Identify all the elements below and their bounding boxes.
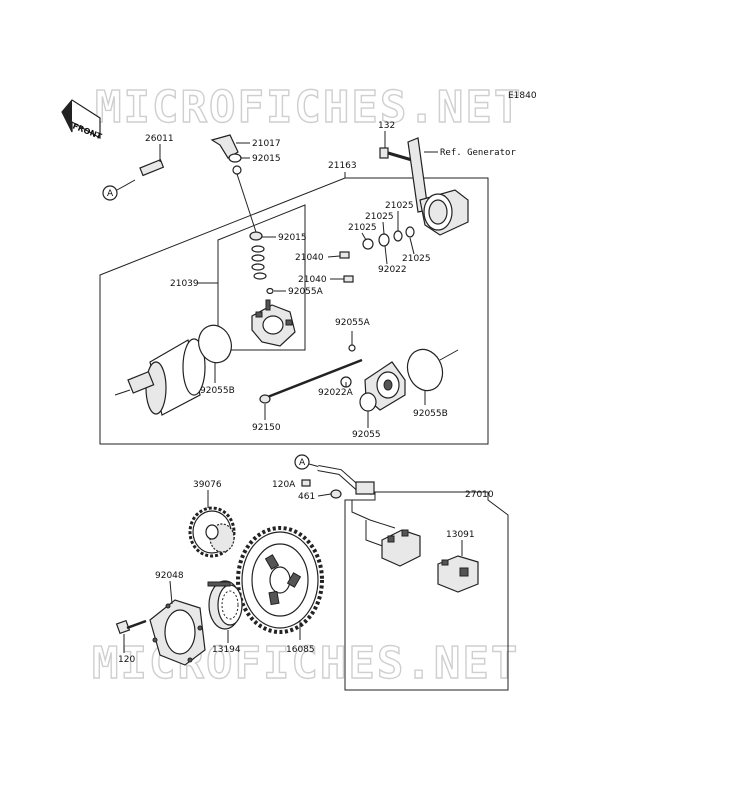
terminal-stack bbox=[249, 231, 267, 280]
callout-a-top bbox=[102, 185, 118, 201]
clutch-gear bbox=[236, 526, 324, 634]
front-arrow-icon: FRONT bbox=[61, 99, 103, 142]
part-21025-b: 21025 bbox=[365, 212, 394, 222]
starter-motor bbox=[114, 338, 206, 416]
part-21163: 21163 bbox=[328, 161, 357, 171]
idle-gear bbox=[188, 506, 236, 558]
part-21040-a: 21040 bbox=[295, 253, 324, 263]
starter-relay bbox=[381, 529, 421, 567]
part-27010: 27010 bbox=[465, 490, 494, 500]
part-120A: 120A bbox=[272, 480, 296, 490]
starter-cable bbox=[127, 150, 242, 181]
oring-92055A-small bbox=[266, 287, 274, 295]
part-39076: 39076 bbox=[193, 480, 222, 490]
part-92055: 92055 bbox=[352, 430, 381, 440]
part-92022A: 92022A bbox=[318, 388, 354, 398]
watermark-top: MICROFICHES.NET bbox=[95, 82, 522, 133]
assembly-box-27010 bbox=[344, 491, 509, 691]
part-13194: 13194 bbox=[212, 645, 241, 655]
through-bolt bbox=[264, 358, 363, 400]
part-92150: 92150 bbox=[252, 423, 281, 433]
nut-92015-top bbox=[228, 153, 242, 163]
flange-92048 bbox=[149, 599, 206, 666]
part-21025-c: 21025 bbox=[385, 201, 414, 211]
part-92055A-a: 92055A bbox=[288, 287, 324, 297]
bolt-head-92150 bbox=[259, 394, 271, 404]
part-92055A-b: 92055A bbox=[335, 318, 371, 328]
part-92015-top: 92015 bbox=[252, 154, 281, 164]
washer-21025-c bbox=[405, 226, 415, 238]
oring-92055 bbox=[359, 392, 377, 412]
starter-relay-13091 bbox=[437, 555, 479, 593]
starter-clutch bbox=[207, 580, 243, 630]
part-21040-b: 21040 bbox=[298, 275, 327, 285]
part-120: 120 bbox=[118, 655, 135, 665]
ref-generator-label: Ref. Generator bbox=[440, 148, 516, 158]
part-26011: 26011 bbox=[145, 134, 174, 144]
part-16085: 16085 bbox=[286, 645, 315, 655]
oring-92055B-right bbox=[406, 348, 444, 392]
bolt-120A bbox=[301, 479, 311, 487]
callout-a-bottom bbox=[294, 454, 310, 470]
part-92015-mid: 92015 bbox=[278, 233, 307, 243]
assembly-box-21039 bbox=[217, 204, 306, 351]
washer-21025-a bbox=[362, 238, 374, 250]
part-21025-d: 21025 bbox=[402, 254, 431, 264]
callout-a-bottom-label: A bbox=[299, 458, 306, 468]
callout-a-top-label: A bbox=[107, 189, 114, 199]
relay-cable bbox=[317, 465, 375, 495]
bolt-132 bbox=[379, 147, 413, 162]
end-housing bbox=[419, 189, 469, 236]
part-92055B-a: 92055B bbox=[200, 386, 235, 396]
part-21017: 21017 bbox=[252, 139, 281, 149]
diagram-code: E1840 bbox=[508, 91, 537, 101]
brush-b bbox=[343, 275, 354, 283]
oring-92055A-mid bbox=[348, 344, 356, 352]
part-13091: 13091 bbox=[446, 530, 475, 540]
part-461: 461 bbox=[298, 492, 315, 502]
brush-plate bbox=[251, 299, 296, 347]
part-92048: 92048 bbox=[155, 571, 184, 581]
part-21025-a: 21025 bbox=[348, 223, 377, 233]
part-21039: 21039 bbox=[170, 279, 199, 289]
part-92022: 92022 bbox=[378, 265, 407, 275]
bolt-120 bbox=[115, 619, 147, 635]
assembly-box-21163 bbox=[99, 177, 489, 445]
washer-92022 bbox=[378, 233, 390, 247]
washer-21025-b bbox=[393, 230, 403, 242]
nut-461 bbox=[330, 489, 342, 499]
brush-a bbox=[339, 251, 350, 259]
part-132: 132 bbox=[378, 121, 395, 131]
oring-92055B-left bbox=[198, 324, 232, 364]
part-92055B-b: 92055B bbox=[413, 409, 448, 419]
